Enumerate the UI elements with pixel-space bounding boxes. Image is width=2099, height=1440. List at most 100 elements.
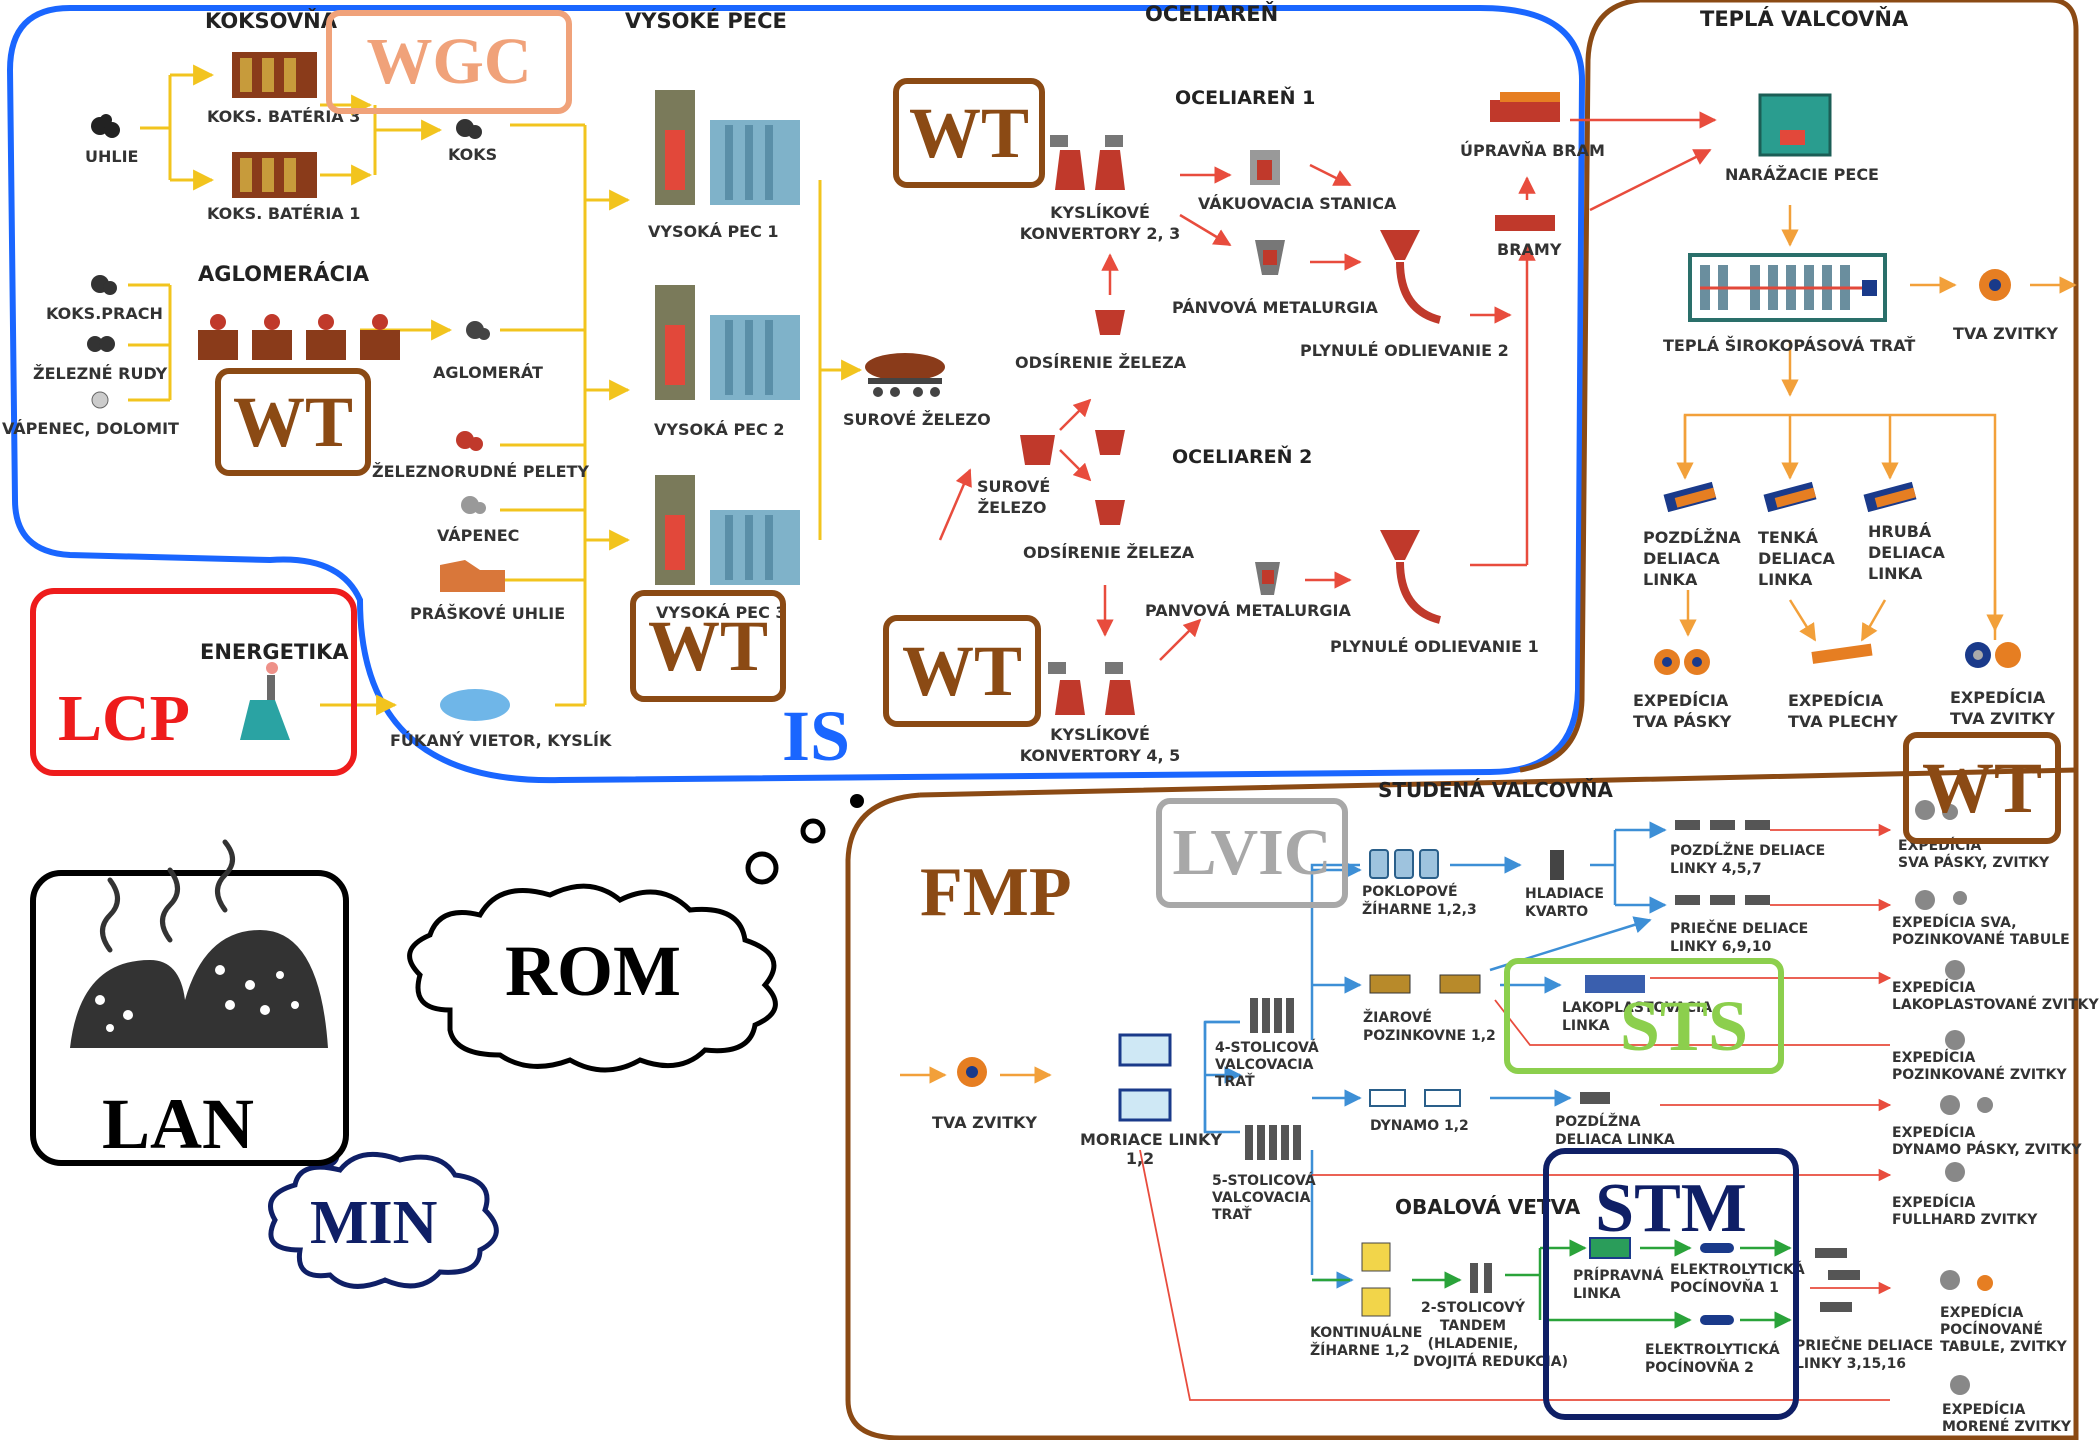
converter-icon	[1050, 135, 1125, 190]
label-exp-pocin-1: EXPEDÍCIA	[1940, 1305, 2024, 1321]
label-koks-bateria-3: KOKS. BATÉRIA 3	[207, 107, 361, 126]
tag-lcp: LCP	[30, 588, 357, 776]
label-poklopove-1: POKLOPOVÉ	[1362, 884, 1458, 900]
tepla-valcovna-outline	[1519, 0, 2079, 1440]
label-exp-full-1: EXPEDÍCIA	[1892, 1195, 1976, 1211]
slitting-line-icon	[1580, 1092, 1610, 1104]
label-koks-prach: KOKS.PRACH	[46, 304, 163, 323]
thought-dot-1	[745, 851, 779, 885]
tag-sts: STS	[1504, 958, 1784, 1074]
min-cloud-shape	[268, 1151, 499, 1289]
annealing-furnace-icon	[1369, 849, 1439, 879]
landfill-icon	[70, 839, 328, 1048]
coil-icon	[957, 1057, 987, 1087]
label-pozdlzna-1: POZDĹŽNA	[1643, 528, 1741, 547]
label-exp-lak-1: EXPEDÍCIA	[1892, 980, 1976, 996]
dynamo-line-icon	[1369, 1089, 1461, 1107]
label-stolicova4-2: VALCOVACIA	[1215, 1057, 1314, 1073]
tag-wt-oceliaren1: WT	[893, 78, 1045, 188]
label-koks-bateria-1: KOKS. BATÉRIA 1	[207, 204, 361, 223]
label-pripravna-2: LINKA	[1573, 1286, 1621, 1302]
converter-icon	[1048, 662, 1135, 715]
galvanizing-line-icon	[1585, 975, 1645, 993]
label-vapenec: VÁPENEC	[437, 526, 520, 545]
blast-furnace-icon	[655, 90, 800, 205]
label-hruba-3: LINKA	[1868, 564, 1923, 583]
label-hruba-2: DELIACA	[1868, 543, 1945, 562]
section-koksovna: KOKSOVŇA	[205, 9, 337, 33]
label-ziarove-2: POZINKOVNE 1,2	[1363, 1028, 1496, 1044]
label-exp-moren-1: EXPEDÍCIA	[1942, 1402, 2026, 1418]
tag-wt-oceliaren2: WT	[883, 615, 1041, 727]
label-aglomerat: AGLOMERÁT	[433, 363, 543, 382]
green-flows	[1312, 1239, 1792, 1329]
label-pripravna-1: PRÍPRAVNÁ	[1573, 1268, 1664, 1284]
label-kyslikove-23-a: KYSLÍKOVÉ	[1050, 203, 1150, 222]
label-odsirenie-zeleza-1: ODSÍRENIE ŽELEZA	[1015, 353, 1187, 372]
tinning-line-icon	[1589, 1237, 1734, 1325]
label-kyslikove-23-b: KONVERTORY 2, 3	[1019, 224, 1181, 243]
rolling-mill-icon	[1550, 850, 1564, 880]
label-praskove-uhlie: PRÁŠKOVÉ UHLIE	[410, 604, 566, 623]
rolling-mill-icon	[1250, 998, 1294, 1033]
section-obalova-vetva: OBALOVÁ VETVA	[1395, 1195, 1581, 1219]
coal-icon	[91, 391, 109, 409]
tag-wt-expedicia: WT	[1903, 732, 2061, 844]
label-lakoplast-2: LINKA	[1562, 1018, 1610, 1034]
label-vapenec-dolomit: VÁPENEC, DOLOMIT	[2, 419, 179, 438]
thought-dot-2	[800, 818, 826, 844]
coke-battery-icon	[232, 152, 317, 198]
fmp-region-outline	[845, 767, 2077, 1440]
label-fukany-vietor: FÚKANÝ VIETOR, KYSLÍK	[390, 731, 612, 750]
ladle-icon	[1095, 430, 1125, 455]
label-exp-sva-tabule-2: POZINKOVANÉ TABULE	[1892, 932, 2070, 948]
label-dynamo: DYNAMO 1,2	[1370, 1118, 1469, 1134]
label-plynule-odlievanie-2: PLYNULÉ ODLIEVANIE 2	[1300, 341, 1509, 360]
ladle-icon	[1095, 500, 1125, 525]
label-ziarove-1: ŽIAROVÉ	[1363, 1010, 1432, 1026]
label-kontinualne-2: ŽÍHARNE 1,2	[1310, 1343, 1410, 1359]
coal-icon	[91, 114, 120, 138]
label-hladiace-2: KVARTO	[1525, 904, 1589, 920]
coal-icon	[456, 119, 482, 139]
section-studena-valcovna: STUDENÁ VALCOVŇA	[1378, 778, 1613, 802]
label-moriace-linky-1: MORIACE LINKY	[1080, 1130, 1222, 1149]
label-exp-pocin-3: TABULE, ZVITKY	[1940, 1339, 2067, 1355]
label-exp-tva-pasky-2: TVA PÁSKY	[1633, 712, 1732, 731]
label-kyslikove-45-b: KONVERTORY 4, 5	[1019, 746, 1181, 765]
label-exp-dyn-2: DYNAMO PÁSKY, ZVITKY	[1892, 1142, 2082, 1158]
annealing-furnace-icon	[1361, 1242, 1391, 1317]
vacuum-station-icon	[1250, 150, 1280, 185]
coil-icon	[1654, 649, 1710, 675]
slitting-line-icon	[1763, 481, 1817, 513]
coil-icon	[1979, 269, 2011, 301]
label-stolicova4-1: 4-STOLICOVÁ	[1215, 1040, 1319, 1056]
label-odsirenie-zeleza-2: ODSÍRENIE ŽELEZA	[1023, 543, 1195, 562]
section-energetika: ENERGETIKA	[200, 640, 349, 664]
label-plynule-odlievanie-1: PLYNULÉ ODLIEVANIE 1	[1330, 637, 1539, 656]
coal-icon	[87, 336, 115, 352]
label-tenka-2: DELIACA	[1758, 549, 1835, 568]
label-zelezne-rudy: ŽELEZNÉ RUDY	[33, 364, 168, 383]
hot-strip-mill-icon	[1688, 253, 1887, 322]
label-stolicova5-2: VALCOVACIA	[1212, 1190, 1311, 1206]
coal-icon	[440, 689, 510, 721]
label-pozdlzna-2: DELIACA	[1643, 549, 1720, 568]
tag-wt-aglomeracia: WT	[215, 368, 371, 476]
label-lakoplast-1: LAKOPLASTOVACIA	[1562, 1000, 1713, 1016]
label-exp-sva-tabule-1: EXPEDÍCIA SVA,	[1892, 915, 2017, 931]
label-tandem-1: 2-STOLICOVÝ	[1421, 1300, 1525, 1316]
section-tepla-valcovna: TEPLÁ VALCOVŇA	[1700, 7, 1909, 31]
label-exp-pocin-2: POCÍNOVANÉ	[1940, 1322, 2043, 1338]
label-elektro2-2: POCÍNOVŇA 2	[1645, 1360, 1754, 1376]
label-tenka-3: LINKA	[1758, 570, 1813, 589]
torpedo-car-icon	[865, 353, 945, 397]
label-priecne-6910-1: PRIEČNE DELIACE	[1670, 921, 1809, 937]
tag-min: MIN	[310, 1189, 438, 1257]
label-kontinualne-1: KONTINUÁLNE	[1310, 1325, 1423, 1341]
label-stolicova5-3: TRAŤ	[1212, 1207, 1252, 1223]
tag-wt-vysoka-pec: WT	[630, 590, 786, 702]
label-tandem-3: (HLADENIE,	[1427, 1336, 1519, 1352]
label-surove-zelezo: SUROVÉ ŽELEZO	[843, 410, 991, 429]
label-pozdlzna-dl-2: DELIACA LINKA	[1555, 1132, 1675, 1148]
